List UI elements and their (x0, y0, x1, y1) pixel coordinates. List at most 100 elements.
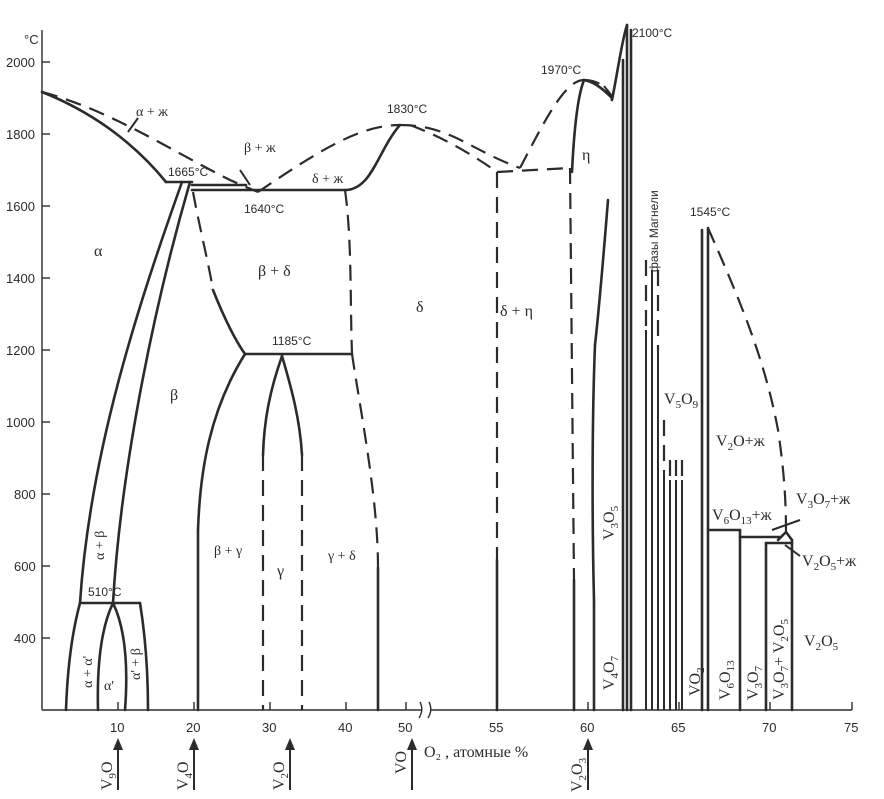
y-ticks (42, 61, 50, 639)
temp-510: 510°C (88, 585, 122, 599)
gamma-dome-right (280, 354, 304, 457)
delta-eta-top-dashed (409, 123, 498, 173)
compound-v2o-liquid: V2O+ж (716, 433, 766, 453)
v2o5-peak (776, 530, 794, 542)
compound-v2o5-liquid: V2O5+ж (802, 553, 857, 573)
alphap-right (111, 601, 128, 712)
temp-2100: 2100°C (632, 26, 672, 40)
beta-delta-lower (211, 288, 247, 356)
dashed-boundaries (41, 78, 788, 710)
vo2-liquidus-dashed (706, 227, 788, 533)
alpha-solvus-right (111, 180, 192, 605)
y-tick-400: 400 (14, 631, 36, 646)
temp-1665: 1665°C (168, 165, 208, 179)
phase-gamma: γ (276, 563, 284, 580)
gamma-dome-left (261, 354, 284, 457)
delta-liquidus (343, 123, 402, 192)
temp-1640: 1640°C (244, 202, 284, 216)
beta-gamma-left (196, 352, 247, 532)
compound-v3o5: V3O5 (601, 505, 621, 540)
solid-boundaries (40, 23, 801, 712)
arrow-vo (407, 738, 417, 750)
composition-markers: V9O V4O V2O VO V2O3 (99, 738, 593, 792)
eta-peritectic-dashed (496, 166, 571, 174)
x-tick-50: 50 (398, 720, 412, 735)
v2o3-top-dashed (583, 78, 614, 101)
marker-v2o: V2O (271, 761, 291, 790)
eta-left-dashed (568, 167, 576, 581)
marker-v4o: V4O (175, 761, 195, 790)
phase-alpha-alphap: α + α' (81, 656, 96, 688)
phase-delta-liquid: δ + ж (312, 172, 343, 187)
x-tick-40: 40 (338, 720, 352, 735)
phase-alpha-liquid: α + ж (136, 105, 168, 120)
v2o3-leader (603, 85, 613, 97)
y-unit-label: °C (24, 32, 39, 47)
compound-v2o5: V2O5 (804, 633, 839, 653)
eta-liq-dashed (519, 78, 585, 169)
temp-1830: 1830°C (387, 102, 427, 116)
compound-vo2: VO2 (687, 667, 707, 696)
phase-gamma-delta: γ + δ (327, 549, 356, 564)
phase-alpha: α (94, 243, 103, 260)
arrow-v4o (189, 738, 199, 750)
x-axis-label: O₂ , атомные % (424, 744, 528, 761)
arrow-v2o (285, 738, 295, 750)
phase-alpha-beta: α + β (93, 531, 108, 560)
delta-right-dashed (343, 189, 354, 355)
gamma-delta-dashed (350, 353, 380, 569)
y-tick-1400: 1400 (6, 271, 35, 286)
phase-beta-liquid: β + ж (244, 141, 276, 156)
eta-right-upper (593, 198, 610, 347)
phase-beta: β (170, 387, 178, 404)
temp-1545: 1545°C (690, 205, 730, 219)
v3o5-left-peak (610, 23, 629, 102)
x-ticks (117, 702, 853, 710)
y-tick-800: 800 (14, 487, 36, 502)
y-tick-1000: 1000 (6, 415, 35, 430)
temperature-labels: 2100°C 1970°C 1830°C 1665°C 1640°C 1545°… (88, 26, 730, 599)
delta-liq-dashed (399, 123, 521, 170)
y-tick-1800: 1800 (6, 127, 35, 142)
marker-vo: VO (393, 751, 410, 774)
phase-labels: α + ж β + ж δ + ж α β β + δ δ δ + η η β … (81, 105, 661, 694)
x-tick-55: 55 (489, 720, 503, 735)
phase-alphap: α' (104, 679, 114, 694)
x-tick-10: 10 (110, 720, 124, 735)
x-tick-70: 70 (762, 720, 776, 735)
v2o3-dome-left (570, 78, 586, 174)
compound-v4o7: V4O7 (601, 655, 621, 690)
beta-delta-dashed (191, 191, 215, 291)
beta-right-low (138, 601, 150, 712)
compound-v3o7: V3O7 (745, 665, 765, 700)
phase-delta: δ (416, 299, 424, 316)
compound-v3o7-liquid: V3O7+ж (796, 491, 851, 511)
compound-v6o13-liquid: V6O13+ж (712, 507, 773, 527)
y-tick-1200: 1200 (6, 343, 35, 358)
marker-v2o3: V2O3 (569, 757, 589, 792)
x-tick-75: 75 (844, 720, 858, 735)
axis-break-mark (418, 701, 432, 719)
compound-v5o9: V5O9 (664, 391, 699, 411)
temp-1185: 1185°C (272, 334, 312, 348)
marker-v9o: V9O (99, 761, 119, 790)
beta-liq-leader (239, 169, 251, 186)
phase-eta: η (582, 147, 590, 164)
phase-beta-delta: β + δ (258, 263, 291, 280)
alphap-left (96, 601, 115, 712)
y-tick-600: 600 (14, 559, 36, 574)
x-tick-20: 20 (186, 720, 200, 735)
alpha-alphap-left (64, 601, 82, 712)
phase-alphap-beta: α' + β (129, 648, 144, 680)
compound-labels: V3O5 V4O7 V5O9 V2O+ж V6O13+ж V3O7+ж V2O5… (601, 391, 857, 700)
alpha-liquidus (40, 90, 168, 184)
arrow-v9o (113, 738, 123, 750)
arrow-v2o3 (583, 738, 593, 750)
x-tick-60: 60 (580, 720, 594, 735)
temp-1970: 1970°C (541, 63, 581, 77)
phase-delta-eta: δ + η (500, 303, 533, 320)
alpha-liq-dashed (41, 90, 259, 194)
y-tick-2000: 2000 (6, 55, 35, 70)
x-tick-65: 65 (671, 720, 685, 735)
axes: °C 2000 1800 1600 1400 1200 1000 800 600… (6, 30, 858, 735)
